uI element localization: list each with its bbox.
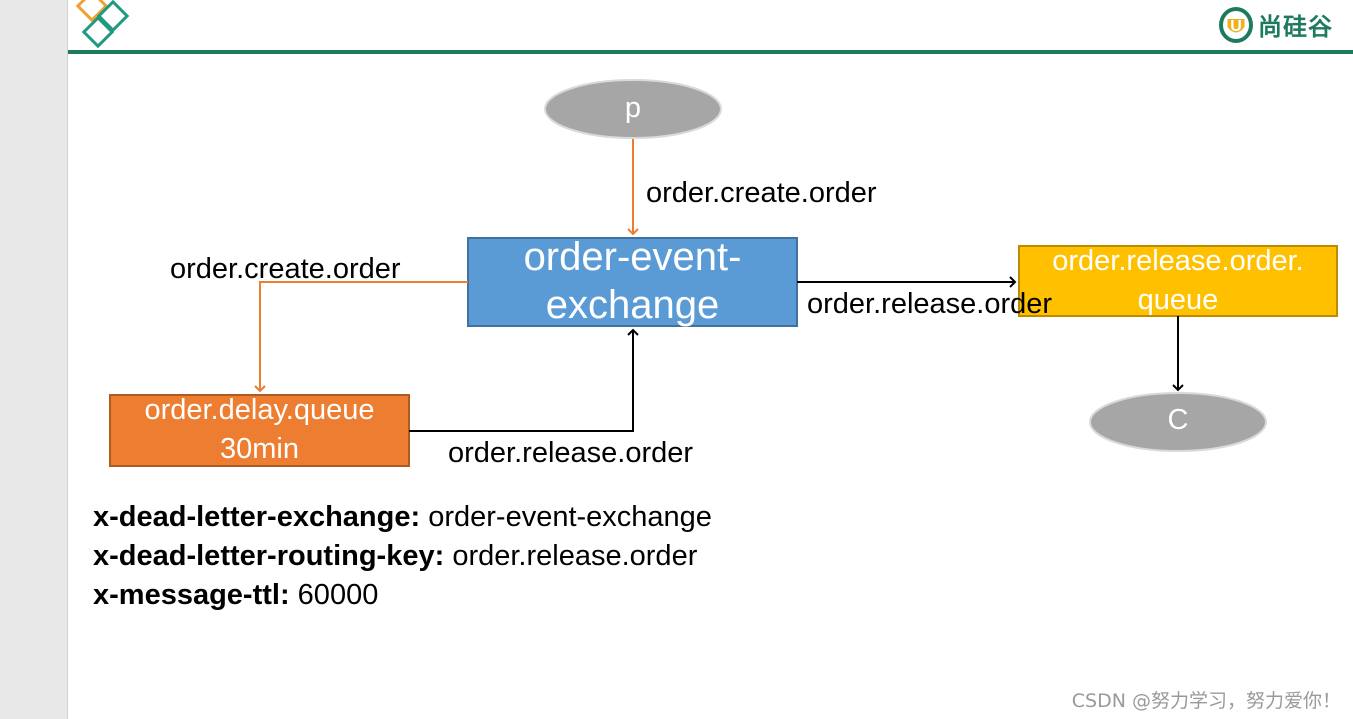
arg-key: x-dead-letter-exchange:: [93, 501, 421, 533]
delay-queue-label-line1: order.delay.queue: [144, 394, 375, 426]
consumer-node: [1089, 392, 1267, 452]
arg-dead-letter-exchange: x-dead-letter-exchange: order-event-exch…: [93, 498, 712, 537]
delay-queue-label: order.delay.queue 30min: [110, 391, 409, 469]
brand-logo: U 尚硅谷: [1218, 4, 1333, 44]
arg-value: order.release.order: [444, 540, 698, 572]
arg-value: order-event-exchange: [420, 501, 712, 533]
exchange-label-line1: order-event-: [523, 235, 742, 279]
logo-diamonds-icon: [75, 0, 130, 49]
producer-label: p: [624, 92, 642, 124]
exchange-label: order-event- exchange: [468, 233, 797, 329]
arg-message-ttl: x-message-ttl: 60000: [93, 576, 712, 615]
brand-name: 尚硅谷: [1258, 12, 1333, 41]
edge-label-delay-to-exchange: order.release.order: [448, 437, 694, 469]
arg-key: x-message-ttl:: [93, 579, 290, 611]
delay-queue-label-line2: 30min: [220, 433, 299, 465]
brand-badge-letter: U: [1230, 18, 1242, 35]
consumer-label: C: [1167, 404, 1189, 436]
edge-label-exchange-to-release: order.release.order: [807, 288, 1053, 320]
brand-badge-icon: U: [1219, 7, 1253, 43]
header-divider: [68, 50, 1353, 54]
release-queue-label-line1: order.release.order.: [1052, 245, 1304, 277]
watermark: CSDN @努力学习，努力爱你！: [1071, 690, 1341, 712]
left-panel-strip: [0, 0, 68, 719]
edge-label-producer-to-exchange: order.create.order: [646, 177, 877, 209]
arg-key: x-dead-letter-routing-key:: [93, 540, 445, 572]
arg-value: 60000: [289, 579, 379, 611]
edge-delay-to-exchange: [409, 328, 639, 432]
producer-node: [544, 79, 722, 139]
exchange-node: [467, 237, 798, 327]
arg-dead-letter-routing-key: x-dead-letter-routing-key: order.release…: [93, 537, 712, 576]
release-queue-label: order.release.order. queue: [1019, 242, 1337, 320]
queue-arguments: x-dead-letter-exchange: order-event-exch…: [93, 498, 712, 615]
edge-label-exchange-to-delay: order.create.order: [170, 253, 401, 285]
edge-exchange-to-delay: [254, 281, 468, 393]
release-queue-label-line2: queue: [1137, 284, 1219, 316]
exchange-label-line2: exchange: [545, 283, 720, 327]
